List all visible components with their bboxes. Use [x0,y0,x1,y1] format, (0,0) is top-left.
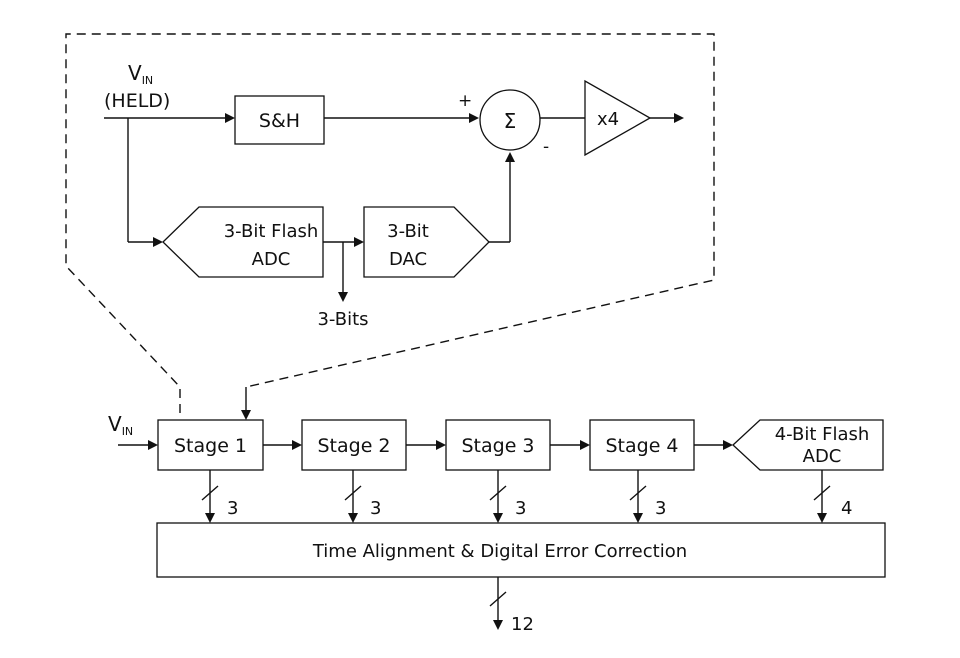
flash-adc-3bit-label-1: 3-Bit Flash [224,221,319,242]
summer-plus-sign: + [458,91,472,111]
pipeline-vin-label: VIN [108,412,133,438]
sample-hold-block [234,95,325,145]
stage-3-label: Stage 3 [461,435,534,457]
bus-width-4: 3 [655,498,666,519]
bits-out-label: 3-Bits [317,309,368,330]
error-correction-label: Time Alignment & Digital Error Correctio… [312,541,687,562]
bus-stage-2: 3 [344,470,381,523]
output-width-label: 12 [511,614,534,635]
summer-sigma: Σ [504,109,517,133]
pipeline-row: VIN Stage 1 Stage 2 Stage 3 Stage 4 4-Bi… [108,412,884,471]
bus-width-3: 3 [515,498,526,519]
stage-3-block [445,419,551,471]
bit-buses: 3 3 3 3 4 [201,470,852,523]
detail-held-label: (HELD) [104,90,170,112]
stage-2-label: Stage 2 [317,435,390,457]
bus-stage-3: 3 [489,470,526,523]
flash-adc-4bit-label-1: 4-Bit Flash [775,424,870,445]
summer-minus-sign: - [543,137,549,157]
output-bus: 12 [489,577,534,635]
dac-3bit-label-1: 3-Bit [387,221,429,242]
bus-width-2: 3 [370,498,381,519]
bus-width-1: 3 [227,498,238,519]
flash-adc-3bit-block [162,206,324,278]
bus-width-5: 4 [841,498,852,519]
dac-3bit-label-2: DAC [389,249,427,270]
flash-adc-3bit-label-2: ADC [252,249,291,270]
detail-callout-outline [65,33,715,420]
gain-label: x4 [597,109,619,130]
stage-2-block [301,419,407,471]
stage-1-label: Stage 1 [174,435,247,457]
stage-4-label: Stage 4 [605,435,678,457]
detail-vin-label: VIN [128,61,153,87]
flash-adc-4bit-block [732,419,884,471]
error-correction-block [156,522,886,578]
stage-detail: VIN (HELD) S&H + Σ - x4 3-Bit Flash ADC [104,61,684,330]
bus-stage-1: 3 [201,470,238,523]
bus-stage-4: 3 [629,470,666,523]
bus-flash-adc: 4 [813,470,852,523]
gain-amplifier [584,79,652,157]
summer-node [479,89,541,151]
dac-3bit-block [363,206,490,278]
sample-hold-label: S&H [259,110,300,132]
flash-adc-4bit-label-2: ADC [803,446,842,467]
